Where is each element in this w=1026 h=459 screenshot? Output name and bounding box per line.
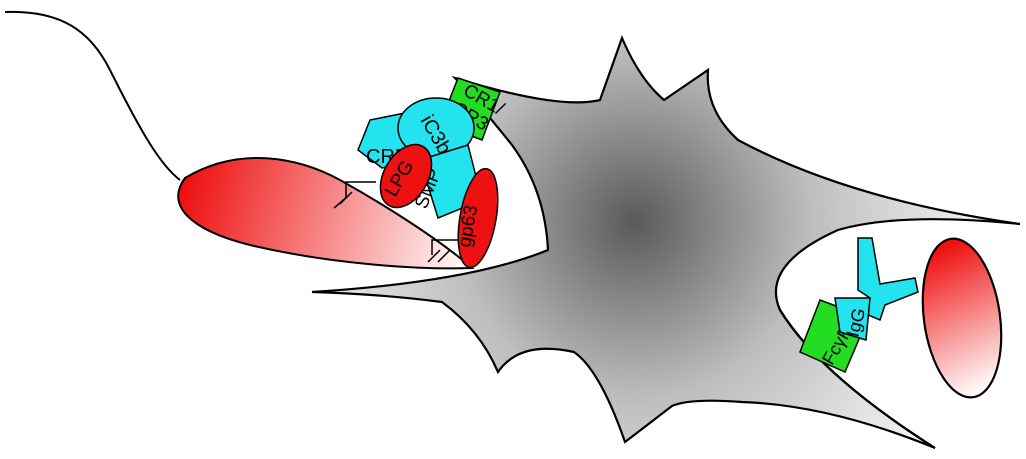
promastigote-flagellum xyxy=(5,12,180,180)
igg-antibody: IgG xyxy=(835,238,918,340)
amastigote-parasite xyxy=(913,233,1011,402)
